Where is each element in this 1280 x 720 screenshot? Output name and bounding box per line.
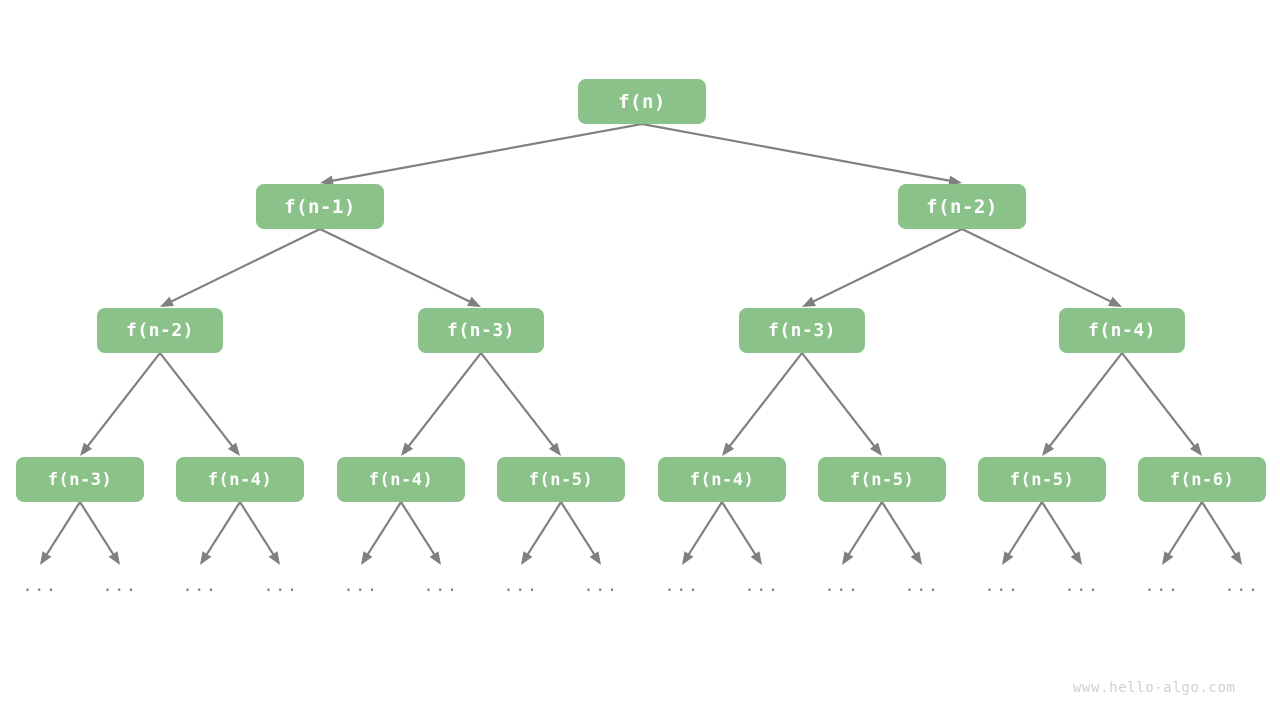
tree-edge: [722, 351, 804, 456]
ellipsis-marker: ...: [503, 576, 539, 596]
tree-leaf-edge: [720, 500, 762, 565]
tree-node-label: f(n-4): [689, 469, 755, 490]
tree-node-label: f(n-3): [446, 320, 516, 341]
tree-edge: [401, 351, 483, 456]
tree-leaf-edge: [880, 500, 922, 565]
tree-edge: [160, 227, 322, 307]
tree-leaf-edge: [40, 500, 82, 565]
tree-node: f(n-1): [256, 184, 384, 229]
tree-node-label: f(n-2): [125, 320, 195, 341]
ellipsis-marker: ...: [263, 576, 299, 596]
tree-node: f(n-5): [497, 457, 625, 502]
tree-leaf-edge: [1162, 500, 1204, 565]
tree-leaf-edge: [1002, 500, 1044, 565]
tree-node: f(n-4): [1059, 308, 1185, 353]
ellipsis-marker: ...: [824, 576, 860, 596]
tree-leaf-edge: [78, 500, 120, 565]
tree-node-label: f(n): [618, 90, 666, 113]
tree-node-label: f(n-3): [767, 320, 837, 341]
watermark: www.hello-algo.com: [1073, 680, 1236, 696]
tree-node-label: f(n-6): [1169, 469, 1235, 490]
tree-node: f(n-4): [337, 457, 465, 502]
tree-edge: [80, 351, 162, 456]
tree-leaf-edge: [521, 500, 563, 565]
tree-leaf-edge: [1200, 500, 1242, 565]
tree-edge: [1042, 351, 1124, 456]
tree-leaf-edge: [559, 500, 601, 565]
tree-edge: [960, 227, 1122, 307]
tree-leaf-edge: [200, 500, 242, 565]
tree-node: f(n-4): [176, 457, 304, 502]
tree-node: f(n-5): [818, 457, 946, 502]
ellipsis-marker: ...: [904, 576, 940, 596]
ellipsis-marker: ...: [423, 576, 459, 596]
tree-node-label: f(n-2): [926, 195, 998, 218]
ellipsis-marker: ...: [1144, 576, 1180, 596]
ellipsis-marker: ...: [583, 576, 619, 596]
ellipsis-marker: ...: [984, 576, 1020, 596]
tree-node-label: f(n-4): [1087, 320, 1157, 341]
tree-node-label: f(n-1): [284, 195, 356, 218]
ellipsis-marker: ...: [343, 576, 379, 596]
tree-edge: [158, 351, 240, 456]
tree-leaf-edge: [238, 500, 280, 565]
tree-edge: [479, 351, 561, 456]
tree-node: f(n): [578, 79, 706, 124]
tree-node-label: f(n-4): [368, 469, 434, 490]
tree-node: f(n-3): [418, 308, 544, 353]
ellipsis-marker: ...: [744, 576, 780, 596]
tree-node-label: f(n-5): [1009, 469, 1075, 490]
tree-node: f(n-4): [658, 457, 786, 502]
ellipsis-marker: ...: [1224, 576, 1260, 596]
ellipsis-marker: ...: [22, 576, 58, 596]
tree-edge: [800, 351, 882, 456]
tree-leaf-edge: [842, 500, 884, 565]
tree-edge: [802, 227, 964, 307]
ellipsis-marker: ...: [1064, 576, 1100, 596]
tree-node: f(n-6): [1138, 457, 1266, 502]
tree-node-label: f(n-4): [207, 469, 273, 490]
tree-leaf-edge: [361, 500, 403, 565]
tree-node-label: f(n-5): [849, 469, 915, 490]
ellipsis-marker: ...: [182, 576, 218, 596]
tree-node-label: f(n-3): [47, 469, 113, 490]
tree-edge: [320, 122, 644, 186]
tree-leaf-edge: [1040, 500, 1082, 565]
tree-node: f(n-3): [739, 308, 865, 353]
tree-node: f(n-5): [978, 457, 1106, 502]
tree-leaf-edge: [682, 500, 724, 565]
tree-leaf-edge: [399, 500, 441, 565]
tree-node-label: f(n-5): [528, 469, 594, 490]
ellipsis-marker: ...: [664, 576, 700, 596]
tree-node: f(n-2): [97, 308, 223, 353]
tree-edge: [640, 122, 962, 186]
tree-node: f(n-3): [16, 457, 144, 502]
tree-node: f(n-2): [898, 184, 1026, 229]
tree-edge: [1120, 351, 1202, 456]
tree-edge: [318, 227, 481, 307]
ellipsis-marker: ...: [102, 576, 138, 596]
